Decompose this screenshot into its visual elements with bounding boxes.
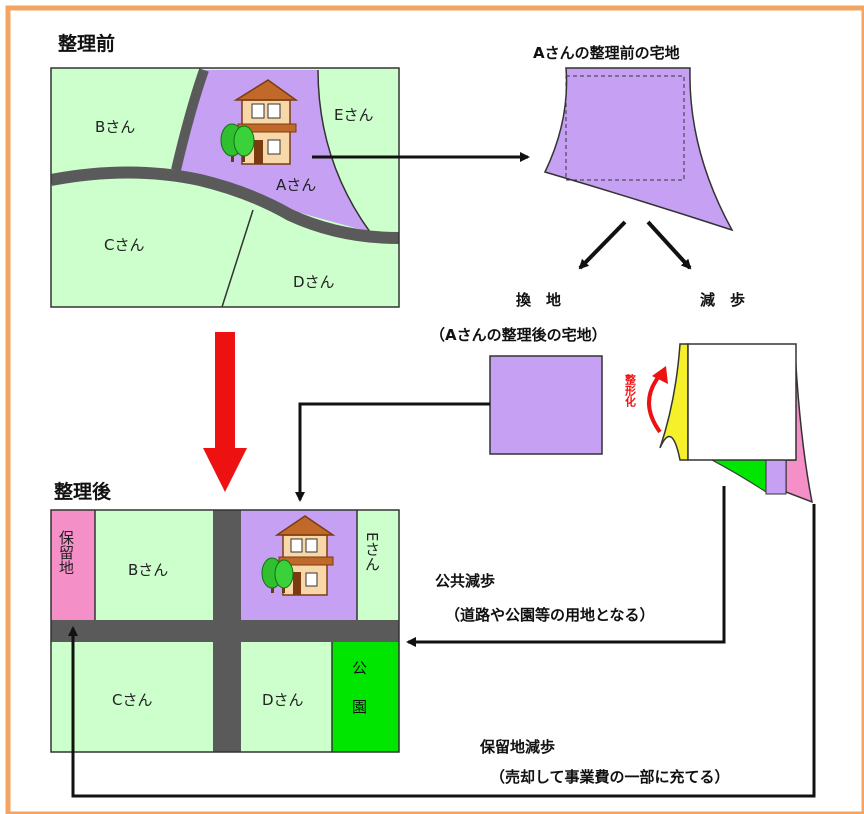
reshape-arrow-head xyxy=(652,366,668,384)
before-road-main xyxy=(51,166,399,244)
red-arrow-shaft xyxy=(215,332,235,450)
a-land-square-outline xyxy=(565,75,685,181)
before-owner-e: Eさん xyxy=(334,106,373,124)
arrow-reserve-reduction xyxy=(68,504,816,798)
after-tree-icon xyxy=(261,557,294,593)
public-reduction-note: （道路や公園等の用地となる） xyxy=(445,606,655,624)
replot-label: 換 地 xyxy=(516,291,561,309)
a-land-before-shape xyxy=(543,67,734,232)
after-owner-b: Bさん xyxy=(128,561,168,579)
reduction-green-piece xyxy=(711,459,767,493)
reduction-purple-piece xyxy=(765,459,787,495)
arrow-public-reduction xyxy=(406,486,726,647)
after-park-plot xyxy=(332,642,399,752)
reserve-reduction-title: 保留地減歩 xyxy=(479,738,555,756)
after-map-border xyxy=(50,509,400,753)
after-owner-c: Cさん xyxy=(112,691,152,709)
public-reduction-title: 公共減歩 xyxy=(435,572,495,590)
before-heading: 整理前 xyxy=(58,32,115,55)
reduction-label: 減 歩 xyxy=(700,291,745,309)
reduction-pink-piece xyxy=(785,349,813,504)
before-boundary-cd xyxy=(221,209,254,307)
before-map-border xyxy=(50,67,400,308)
after-heading: 整理後 xyxy=(54,480,112,503)
reserve-reduction-note: （売却して事業費の一部に充てる） xyxy=(490,768,730,786)
a-land-before-title: Aさんの整理前の宅地 xyxy=(533,44,680,62)
arrow-to-reduction xyxy=(646,220,692,270)
reshape-label: 整形化 xyxy=(624,373,638,408)
before-owner-d: Dさん xyxy=(293,273,335,291)
before-tree-icon xyxy=(220,123,255,162)
after-house-icon xyxy=(274,515,336,596)
reshape-arrow xyxy=(647,373,662,434)
after-road-vertical xyxy=(213,510,241,752)
a-land-after-square xyxy=(489,355,603,455)
before-owner-a: Aさん xyxy=(276,176,316,194)
before-map xyxy=(51,68,399,307)
before-road-left xyxy=(171,68,209,172)
reshaped-white-square xyxy=(687,343,797,461)
after-owner-e: Eさん xyxy=(363,532,381,571)
after-map xyxy=(50,509,400,753)
reduction-yellow-piece xyxy=(659,343,689,461)
before-house-icon xyxy=(233,79,299,165)
after-reserved-label: 保留地 xyxy=(57,530,75,575)
after-reserved-plot xyxy=(51,510,95,620)
before-owner-b: Bさん xyxy=(95,118,135,136)
before-owner-c: Cさん xyxy=(104,236,144,254)
arrow-replot-to-after xyxy=(295,402,490,502)
replot-caption: （Aさんの整理後の宅地） xyxy=(430,326,607,344)
red-arrow-head xyxy=(203,448,247,492)
page-frame xyxy=(5,5,864,814)
after-owner-d: Dさん xyxy=(262,691,304,709)
arrow-to-replot xyxy=(578,220,627,270)
after-park-label: 公園 xyxy=(350,660,368,738)
